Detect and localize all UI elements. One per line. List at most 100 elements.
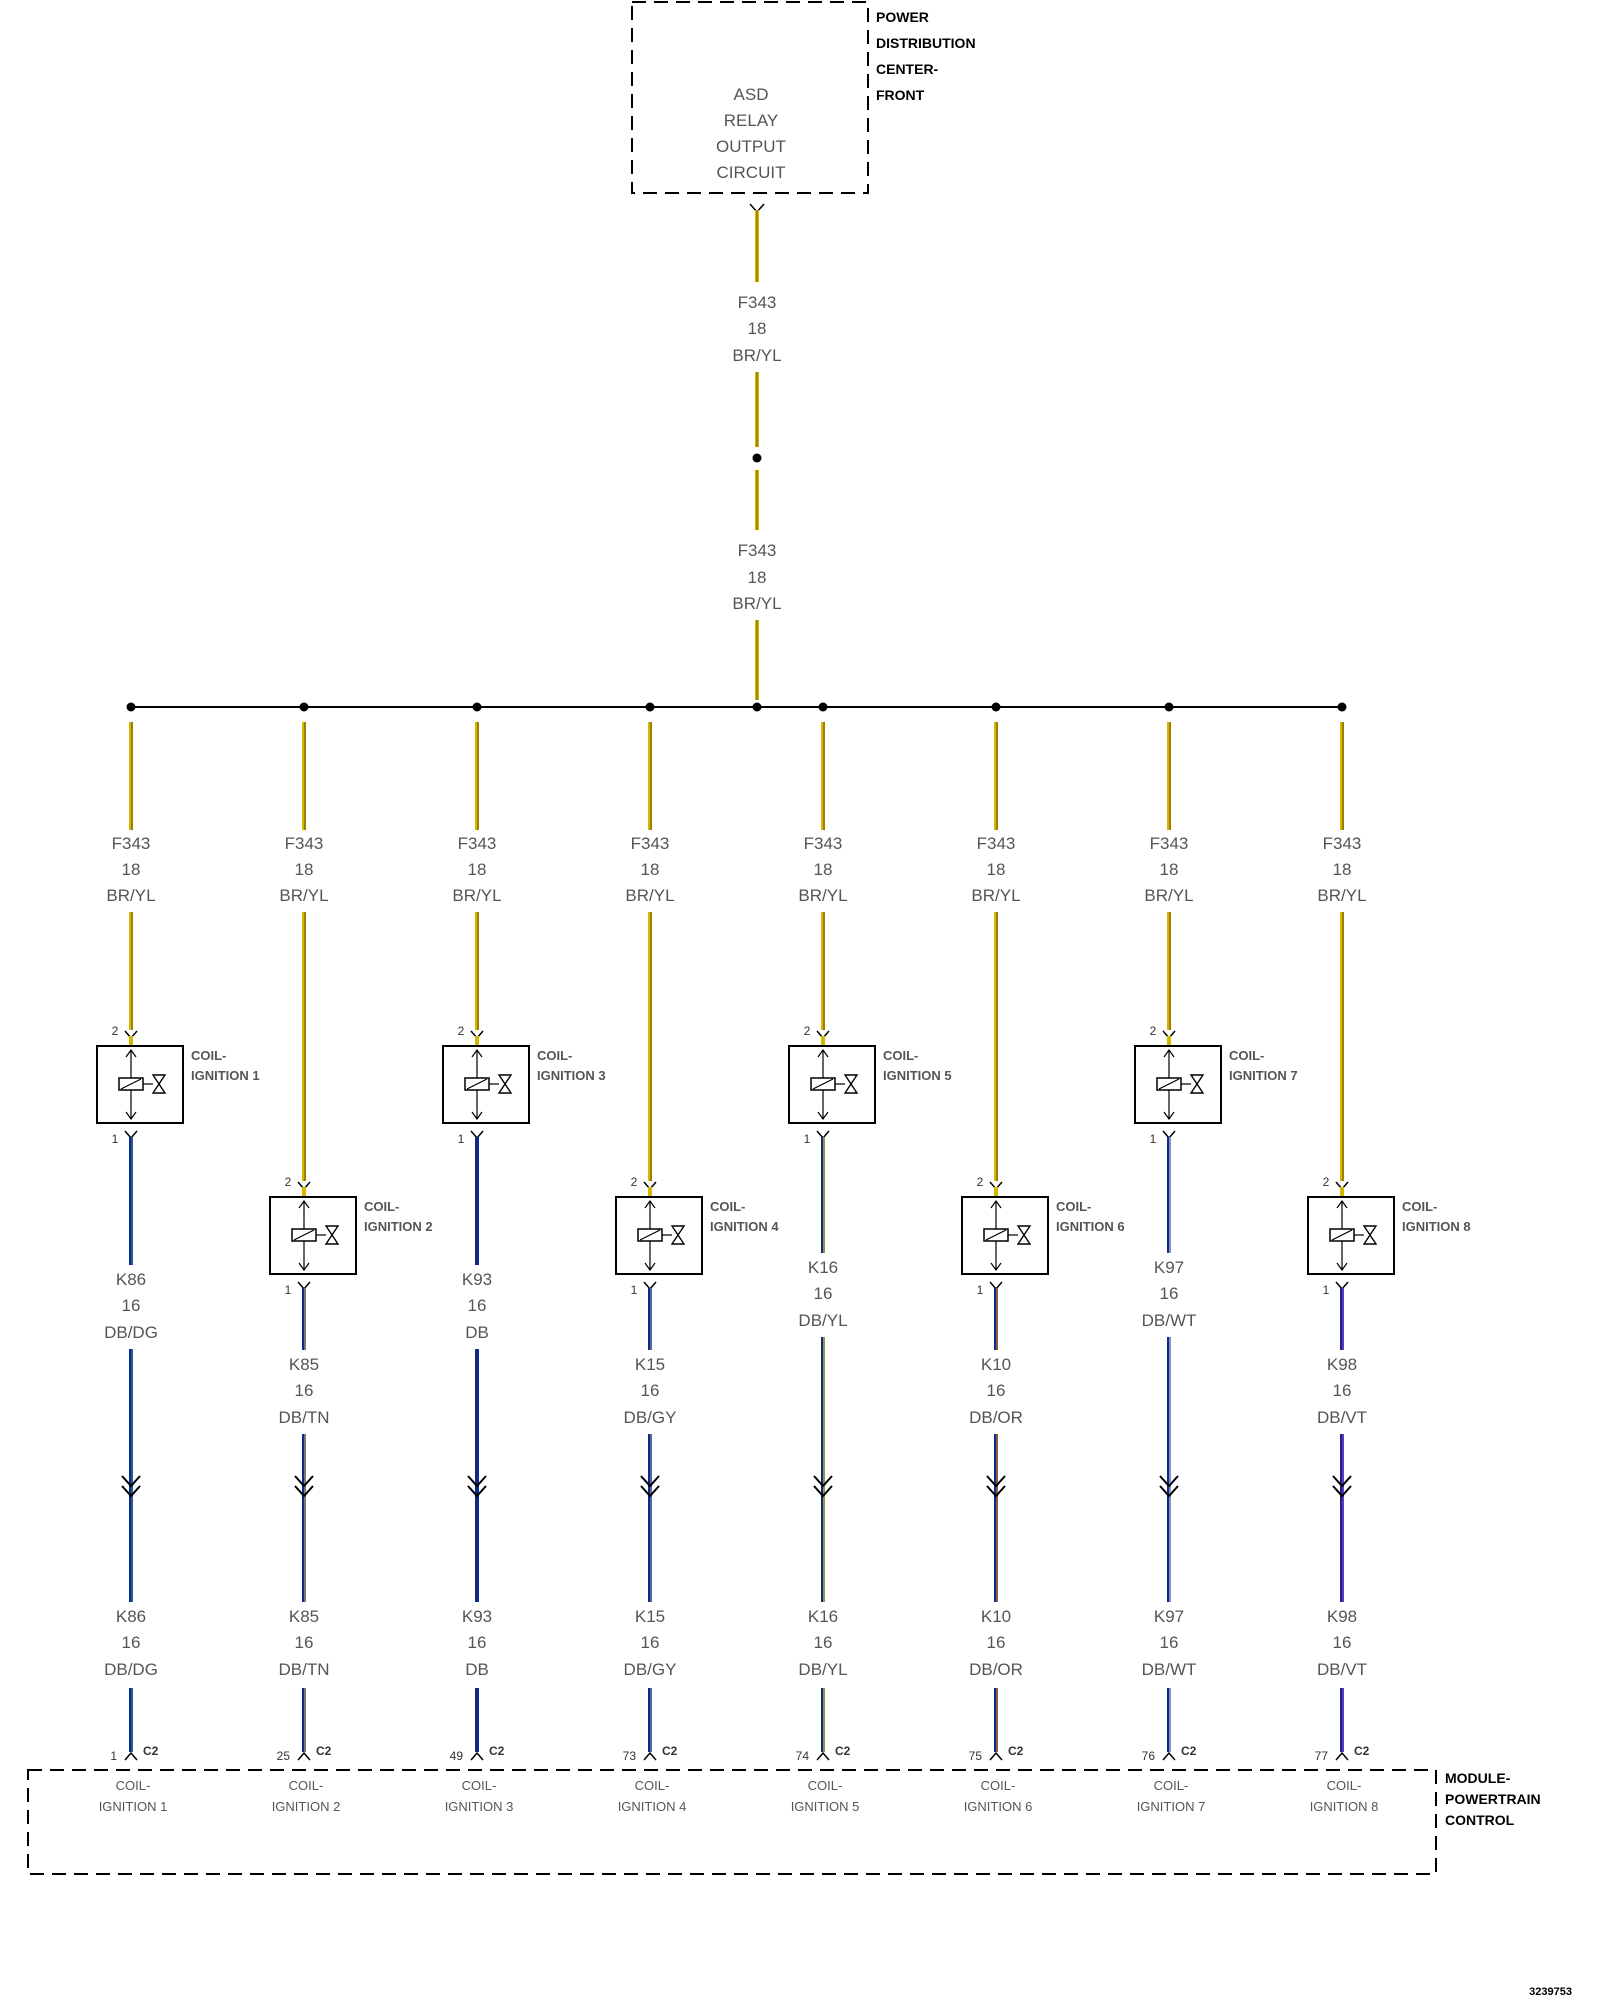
feed-upper-gauge: 18: [748, 319, 767, 338]
coil-winding-slash: [985, 1229, 1007, 1241]
pcm-terminal: [816, 1751, 830, 1761]
coil-output-terminal: [124, 1130, 138, 1140]
coil-pin-out: 1: [977, 1283, 984, 1297]
signal-upper-circuit: K85: [289, 1355, 319, 1374]
signal-upper-circuit: K16: [808, 1258, 838, 1277]
signal-lower-circuit: K86: [116, 1607, 146, 1626]
signal-upper-color: DB/VT: [1317, 1408, 1367, 1427]
pdc-label-2: DISTRIBUTION: [876, 35, 976, 51]
pcm-pin-label-1: COIL-: [289, 1778, 324, 1793]
pdc-label-1: POWER: [876, 9, 929, 25]
spark-plug-icon: [1362, 1225, 1378, 1245]
coil-label-line-1: COIL-: [1402, 1199, 1437, 1214]
inline-connector-chevron-top: [121, 1475, 141, 1488]
feed-lower-color: BR/YL: [732, 594, 781, 613]
pcm-pin-label-2: IGNITION 7: [1137, 1799, 1206, 1814]
coil-arrow-down: [990, 1262, 1002, 1272]
signal-lower-gauge: 16: [468, 1633, 487, 1652]
signal-upper-gauge: 16: [468, 1296, 487, 1315]
feed-circuit-label: F343: [285, 834, 324, 853]
inline-connector-chevron-top: [294, 1475, 314, 1488]
pcm-connector-id: C2: [143, 1744, 159, 1758]
signal-lower-color: DB/GY: [624, 1660, 677, 1679]
splice-dot: [752, 453, 762, 463]
feed-circuit-label: F343: [1323, 834, 1362, 853]
signal-lower-color: DB/TN: [279, 1660, 330, 1679]
feed-upper-color: BR/YL: [732, 346, 781, 365]
coil-label-line-1: COIL-: [191, 1048, 226, 1063]
bus-splice-dot: [645, 702, 655, 712]
feed-lower-circuit: F343: [738, 541, 777, 560]
spark-plug-icon: [497, 1074, 513, 1094]
coil-winding-slash: [639, 1229, 661, 1241]
feed-color-label: BR/YL: [625, 886, 674, 905]
pcm-pin-number: 25: [277, 1749, 291, 1763]
signal-lower-circuit: K93: [462, 1607, 492, 1626]
pcm-pin-label-1: COIL-: [635, 1778, 670, 1793]
coil-arrow-up: [990, 1199, 1002, 1209]
pcm-pin-label-2: IGNITION 5: [791, 1799, 860, 1814]
coil-label-line-2: IGNITION 2: [364, 1219, 433, 1234]
feed-color-label: BR/YL: [452, 886, 501, 905]
asd-circuit-line-2: RELAY: [724, 111, 779, 130]
pcm-connector-id: C2: [1008, 1744, 1024, 1758]
pcm-pin-label-1: COIL-: [462, 1778, 497, 1793]
pcm-connector-id: C2: [662, 1744, 678, 1758]
pcm-connector-id: C2: [316, 1744, 332, 1758]
coil-output-terminal: [816, 1130, 830, 1140]
pcm-terminal: [1162, 1751, 1176, 1761]
signal-lower-color: DB/WT: [1142, 1660, 1197, 1679]
coil-winding-slash: [1331, 1229, 1353, 1241]
coil-pin-in: 2: [631, 1175, 638, 1189]
feed-gauge-label: 18: [122, 860, 141, 879]
signal-lower-gauge: 16: [295, 1633, 314, 1652]
feed-color-label: BR/YL: [1317, 886, 1366, 905]
coil-arrow-down: [1163, 1111, 1175, 1121]
asd-circuit-line-3: OUTPUT: [716, 137, 786, 156]
coil-winding-slash: [293, 1229, 315, 1241]
pcm-pin-label-2: IGNITION 3: [445, 1799, 514, 1814]
signal-lower-color: DB/DG: [104, 1660, 158, 1679]
coil-output-terminal: [297, 1281, 311, 1291]
signal-lower-circuit: K97: [1154, 1607, 1184, 1626]
signal-lower-gauge: 16: [814, 1633, 833, 1652]
coil-arrow-down: [644, 1262, 656, 1272]
pcm-label-3: CONTROL: [1445, 1812, 1515, 1828]
signal-upper-color: DB/WT: [1142, 1311, 1197, 1330]
signal-upper-color: DB/YL: [798, 1311, 847, 1330]
coil-label-line-2: IGNITION 7: [1229, 1068, 1298, 1083]
feed-color-label: BR/YL: [279, 886, 328, 905]
coil-output-terminal: [643, 1281, 657, 1291]
signal-upper-gauge: 16: [987, 1381, 1006, 1400]
inline-connector-chevron-bottom: [121, 1485, 141, 1498]
coil-pin-out: 1: [631, 1283, 638, 1297]
inline-connector-chevron-bottom: [1332, 1485, 1352, 1498]
pcm-connector-id: C2: [489, 1744, 505, 1758]
inline-connector-chevron-top: [1159, 1475, 1179, 1488]
asd-circuit-line-4: CIRCUIT: [717, 163, 786, 182]
pdc-label-4: FRONT: [876, 87, 925, 103]
signal-upper-gauge: 16: [122, 1296, 141, 1315]
signal-lower-gauge: 16: [1333, 1633, 1352, 1652]
pcm-pin-label-2: IGNITION 1: [99, 1799, 168, 1814]
signal-upper-circuit: K15: [635, 1355, 665, 1374]
signal-lower-gauge: 16: [641, 1633, 660, 1652]
feed-lower-gauge: 18: [748, 568, 767, 587]
inline-connector-chevron-top: [813, 1475, 833, 1488]
coil-label-line-1: COIL-: [537, 1048, 572, 1063]
inline-connector-chevron-bottom: [294, 1485, 314, 1498]
feed-circuit-label: F343: [1150, 834, 1189, 853]
coil-pin-out: 1: [1323, 1283, 1330, 1297]
coil-pin-out: 1: [112, 1132, 119, 1146]
pcm-pin-number: 76: [1142, 1749, 1156, 1763]
feed-circuit-label: F343: [458, 834, 497, 853]
pcm-pin-label-2: IGNITION 8: [1310, 1799, 1379, 1814]
pcm-pin-number: 49: [450, 1749, 464, 1763]
signal-upper-color: DB: [465, 1323, 489, 1342]
feed-gauge-label: 18: [814, 860, 833, 879]
pcm-connector-id: C2: [1181, 1744, 1197, 1758]
